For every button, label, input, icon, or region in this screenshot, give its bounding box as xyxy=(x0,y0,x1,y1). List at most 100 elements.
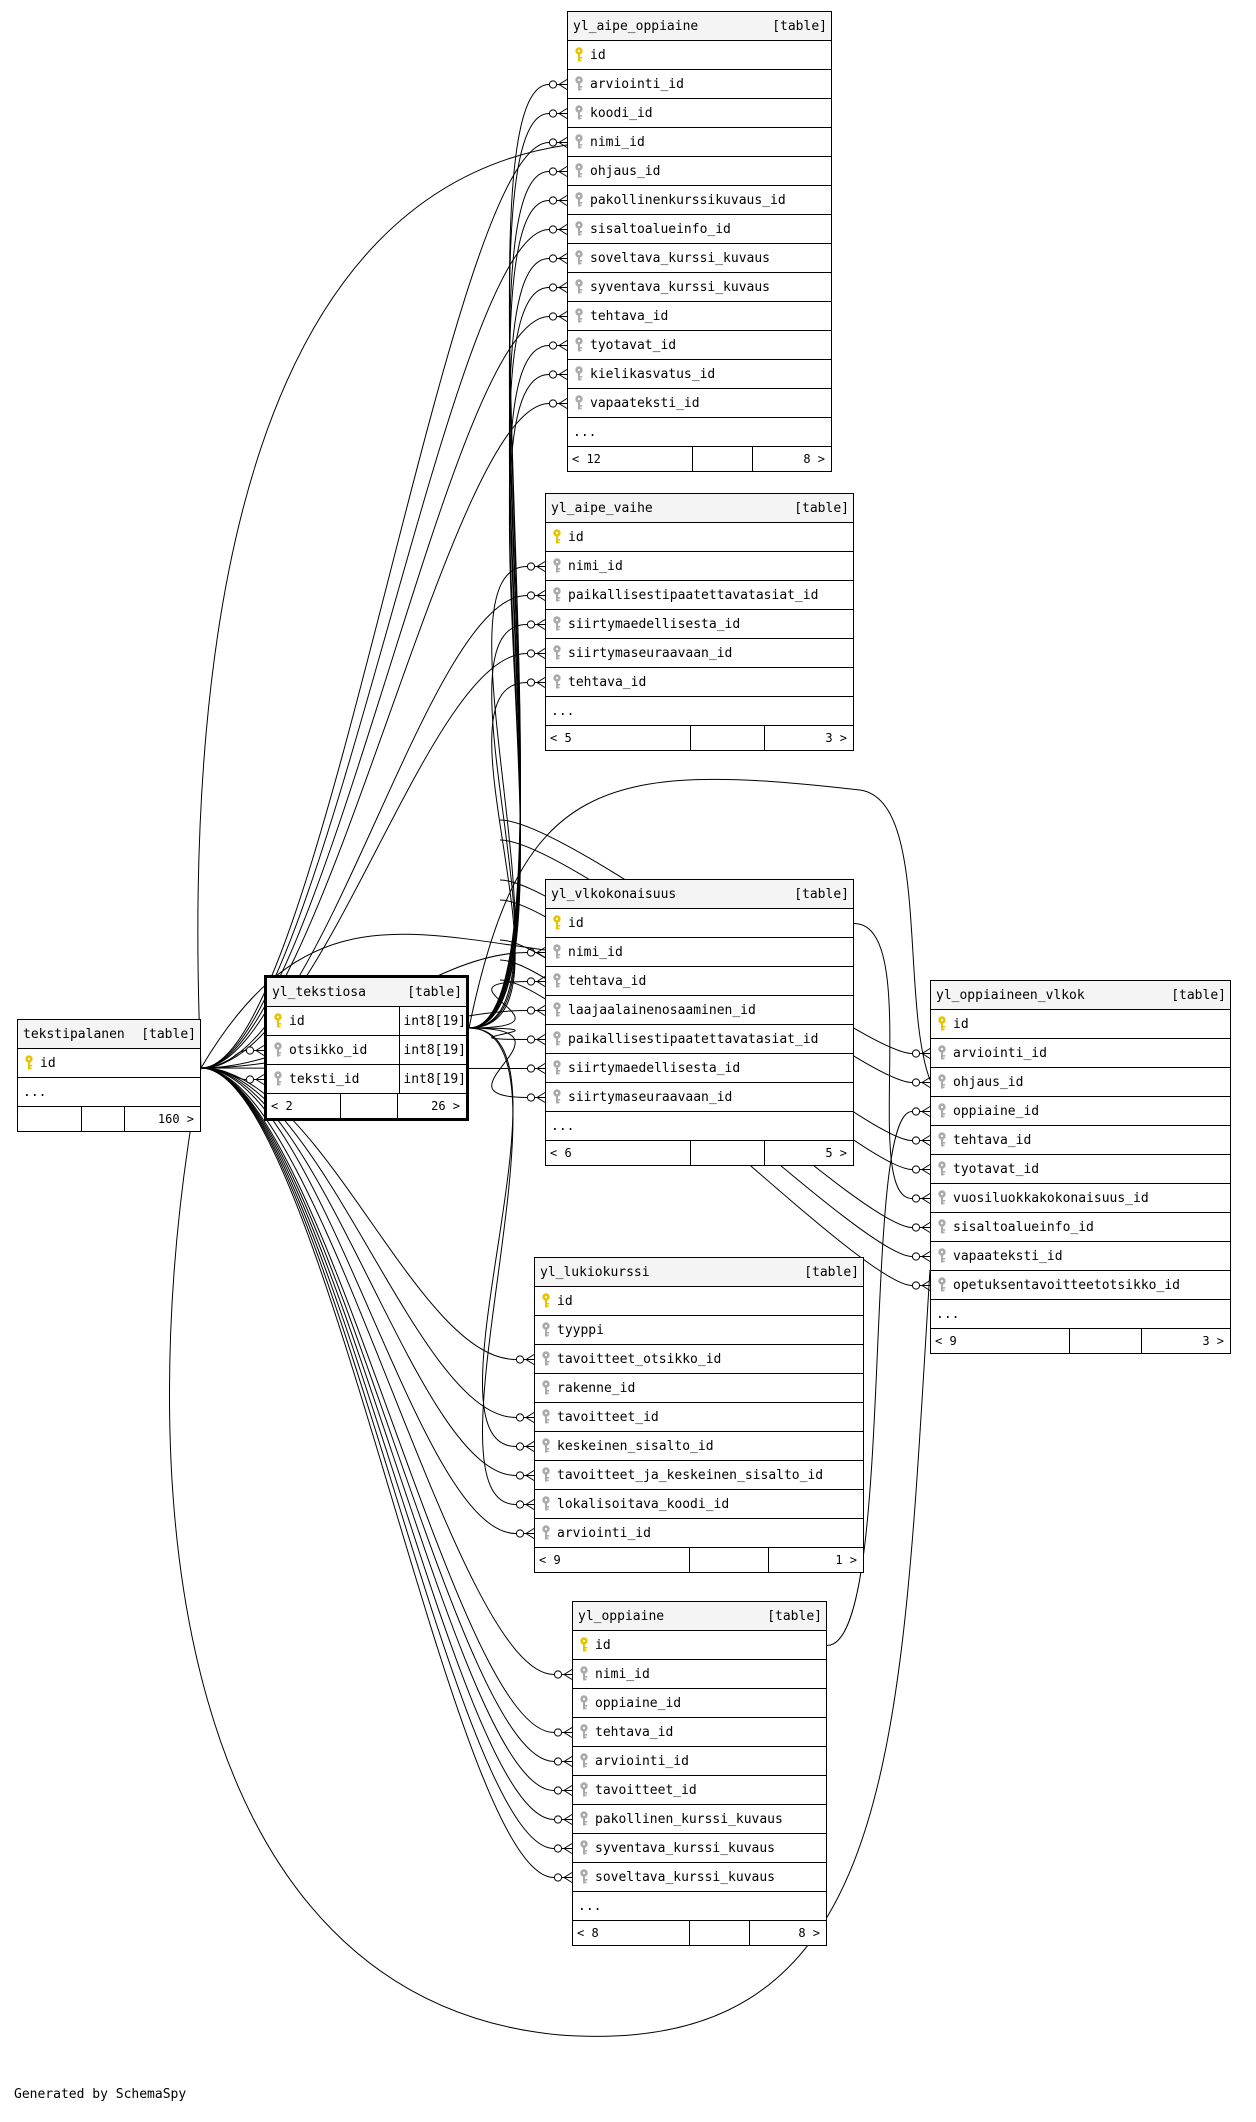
column-row[interactable]: nimi_id xyxy=(573,1660,826,1689)
column-row[interactable]: arviointi_id xyxy=(535,1519,863,1548)
table-header[interactable]: yl_lukiokurssi[table] xyxy=(535,1258,863,1287)
column-row[interactable]: sisaltoalueinfo_id xyxy=(568,215,831,244)
column-row[interactable]: id xyxy=(931,1010,1230,1039)
table-name[interactable]: yl_oppiaine xyxy=(578,1608,665,1624)
column-row[interactable]: tehtava_id xyxy=(931,1126,1230,1155)
column-row[interactable]: tavoitteet_id xyxy=(573,1776,826,1805)
column-row[interactable]: siirtymaseuraavaan_id xyxy=(546,639,853,668)
column-row[interactable]: pakollinen_kurssi_kuvaus xyxy=(573,1805,826,1834)
column-row[interactable]: keskeinen_sisalto_id xyxy=(535,1432,863,1461)
parents-link[interactable]: < 6 xyxy=(546,1141,692,1165)
table-name[interactable]: yl_aipe_oppiaine xyxy=(573,18,699,34)
column-row[interactable]: koodi_id xyxy=(568,99,831,128)
column-row[interactable]: nimi_id xyxy=(546,938,853,967)
column-row[interactable]: id xyxy=(573,1631,826,1660)
column-row[interactable]: id xyxy=(18,1049,200,1078)
foreign-key-icon xyxy=(546,587,568,603)
table-header[interactable]: yl_tekstiosa[table] xyxy=(267,978,466,1007)
column-row[interactable]: kielikasvatus_id xyxy=(568,360,831,389)
children-link[interactable]: 160 > xyxy=(157,1112,194,1126)
table-name[interactable]: tekstipalanen xyxy=(23,1026,125,1042)
column-row[interactable]: arviointi_id xyxy=(931,1039,1230,1068)
column-row[interactable]: paikallisestipaatettavatasiat_id xyxy=(546,1025,853,1054)
children-link[interactable]: 3 > xyxy=(825,731,847,745)
parents-link[interactable]: < 9 xyxy=(931,1329,1071,1353)
column-row[interactable]: nimi_id xyxy=(568,128,831,157)
column-row[interactable]: syventava_kurssi_kuvaus xyxy=(568,273,831,302)
column-row[interactable]: siirtymaedellisesta_id xyxy=(546,1054,853,1083)
column-row[interactable]: arviointi_id xyxy=(568,70,831,99)
table-name[interactable]: yl_lukiokurssi xyxy=(540,1264,650,1280)
children-link[interactable]: 26 > xyxy=(431,1099,461,1113)
column-row[interactable]: tehtava_id xyxy=(568,302,831,331)
column-row[interactable]: tyotavat_id xyxy=(568,331,831,360)
parents-link[interactable]: < 2 xyxy=(267,1094,341,1118)
column-row[interactable]: paikallisestipaatettavatasiat_id xyxy=(546,581,853,610)
table-name[interactable]: yl_vlkokonaisuus xyxy=(551,886,677,902)
column-row[interactable]: tehtava_id xyxy=(546,668,853,697)
column-row[interactable]: vapaateksti_id xyxy=(931,1242,1230,1271)
parents-link[interactable] xyxy=(18,1107,83,1131)
column-row[interactable]: tyyppi xyxy=(535,1316,863,1345)
column-row[interactable]: tehtava_id xyxy=(573,1718,826,1747)
column-row[interactable]: syventava_kurssi_kuvaus xyxy=(573,1834,826,1863)
table-header[interactable]: yl_aipe_oppiaine[table] xyxy=(568,12,831,41)
column-row[interactable]: sisaltoalueinfo_id xyxy=(931,1213,1230,1242)
table-tekstipalanen[interactable]: tekstipalanen[table]id...160 > xyxy=(17,1019,201,1132)
table-header[interactable]: yl_oppiaine[table] xyxy=(573,1602,826,1631)
table-header[interactable]: yl_aipe_vaihe[table] xyxy=(546,494,853,523)
children-link[interactable]: 8 > xyxy=(803,452,825,466)
children-link[interactable]: 8 > xyxy=(798,1926,820,1940)
column-row[interactable]: siirtymaseuraavaan_id xyxy=(546,1083,853,1112)
column-row[interactable]: id xyxy=(546,523,853,552)
column-row[interactable]: id xyxy=(535,1287,863,1316)
parents-link[interactable]: < 9 xyxy=(535,1548,691,1572)
table-name[interactable]: yl_oppiaineen_vlkok xyxy=(936,987,1085,1003)
children-link[interactable]: 5 > xyxy=(825,1146,847,1160)
parents-link[interactable]: < 8 xyxy=(573,1921,691,1945)
column-row[interactable]: tavoitteet_otsikko_id xyxy=(535,1345,863,1374)
column-row[interactable]: tyotavat_id xyxy=(931,1155,1230,1184)
column-row[interactable]: siirtymaedellisesta_id xyxy=(546,610,853,639)
column-row[interactable]: tehtava_id xyxy=(546,967,853,996)
column-row[interactable]: ohjaus_id xyxy=(931,1068,1230,1097)
column-row[interactable]: oppiaine_id xyxy=(931,1097,1230,1126)
table-header[interactable]: yl_oppiaineen_vlkok[table] xyxy=(931,981,1230,1010)
column-row[interactable]: laajaalainenosaaminen_id xyxy=(546,996,853,1025)
table-header[interactable]: tekstipalanen [table] xyxy=(18,1020,200,1049)
column-row[interactable]: vapaateksti_id xyxy=(568,389,831,418)
children-link[interactable]: 3 > xyxy=(1202,1334,1224,1348)
column-row[interactable]: arviointi_id xyxy=(573,1747,826,1776)
column-row[interactable]: tavoitteet_id xyxy=(535,1403,863,1432)
column-row[interactable]: tavoitteet_ja_keskeinen_sisalto_id xyxy=(535,1461,863,1490)
column-row[interactable]: oppiaine_id xyxy=(573,1689,826,1718)
column-row[interactable]: soveltava_kurssi_kuvaus xyxy=(568,244,831,273)
column-row[interactable]: rakenne_id xyxy=(535,1374,863,1403)
column-row[interactable]: id xyxy=(568,41,831,70)
column-row[interactable]: opetuksentavoitteetotsikko_id xyxy=(931,1271,1230,1300)
column-row[interactable]: nimi_id xyxy=(546,552,853,581)
children-link[interactable]: 1 > xyxy=(835,1553,857,1567)
column-row[interactable]: lokalisoitava_koodi_id xyxy=(535,1490,863,1519)
column-row[interactable]: soveltava_kurssi_kuvaus xyxy=(573,1863,826,1892)
parents-link[interactable]: < 5 xyxy=(546,726,692,750)
column-row[interactable]: ohjaus_id xyxy=(568,157,831,186)
table-header[interactable]: yl_vlkokonaisuus[table] xyxy=(546,880,853,909)
table-kind-label: [table] xyxy=(141,1026,196,1042)
table-name[interactable]: yl_tekstiosa xyxy=(272,984,366,1000)
column-row[interactable]: pakollinenkurssikuvaus_id xyxy=(568,186,831,215)
parents-link[interactable]: < 12 xyxy=(568,447,694,471)
column-row[interactable]: id xyxy=(546,909,853,938)
table-name[interactable]: yl_aipe_vaihe xyxy=(551,500,653,516)
column-row[interactable]: vuosiluokkakokonaisuus_id xyxy=(931,1184,1230,1213)
